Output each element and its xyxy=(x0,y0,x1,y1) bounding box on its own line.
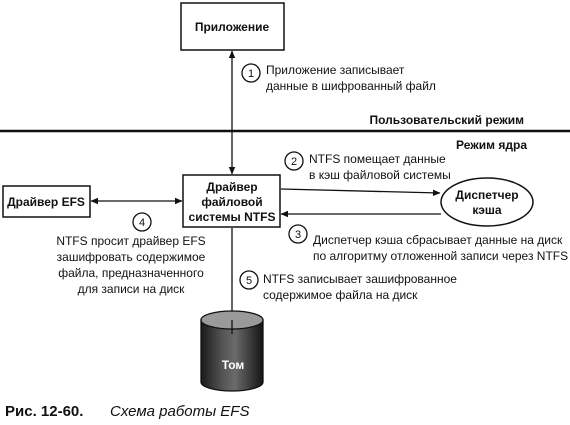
step-2-line-1: NTFS помещает данные xyxy=(309,152,446,166)
step-1: 1 Приложение записывает данные в шифрова… xyxy=(241,63,436,93)
ntfs-to-cache-arrow xyxy=(280,188,441,197)
efs-driver-label: Драйвер EFS xyxy=(7,195,85,209)
step-2: 2 NTFS помещает данные в кэш файловой си… xyxy=(284,151,451,182)
kernel-mode-label: Режим ядра xyxy=(456,138,527,152)
ntfs-driver-line-2: файловой xyxy=(201,195,262,209)
application-box: Приложение xyxy=(180,2,285,51)
step-2-number: 2 xyxy=(291,156,297,168)
volume-label: Том xyxy=(222,358,245,372)
ntfs-driver-box: Драйвер файловой системы NTFS xyxy=(182,174,281,228)
ntfs-driver-line-1: Драйвер xyxy=(206,180,257,194)
step-3-line-1: Диспетчер кэша сбрасывает данные на диск xyxy=(313,233,563,247)
step-2-line-2: в кэш файловой системы xyxy=(309,168,451,182)
cache-manager-ellipse: Диспетчер кэша xyxy=(440,177,534,227)
efs-driver-box: Драйвер EFS xyxy=(2,185,91,218)
cache-manager-line-2: кэша xyxy=(472,203,501,217)
volume-drum: Том xyxy=(200,310,264,392)
step-1-line-2: данные в шифрованный файл xyxy=(266,79,436,93)
step-4: 4 NTFS просит драйвер EFS зашифровать со… xyxy=(56,212,206,296)
cache-manager-line-1: Диспетчер xyxy=(455,188,518,202)
step-5-line-2: содержимое файла на диск xyxy=(263,288,418,302)
step-4-line-3: файла, предназначенного xyxy=(58,266,204,280)
step-5: 5 NTFS записывает зашифрованное содержим… xyxy=(239,270,457,302)
step-4-number: 4 xyxy=(139,217,145,229)
ntfs-driver-line-3: системы NTFS xyxy=(189,210,276,224)
step-4-line-1: NTFS просит драйвер EFS xyxy=(56,234,205,248)
step-3-number: 3 xyxy=(295,229,301,241)
user-mode-label: Пользовательский режим xyxy=(370,113,525,127)
figure-number: Рис. 12-60. xyxy=(5,403,83,420)
step-5-number: 5 xyxy=(246,275,252,287)
figure-title: Схема работы EFS xyxy=(110,403,249,420)
step-3: 3 Диспетчер кэша сбрасывает данные на ди… xyxy=(288,224,568,263)
step-4-line-2: зашифровать содержимое xyxy=(57,250,206,264)
step-5-line-1: NTFS записывает зашифрованное xyxy=(263,272,457,286)
step-4-line-4: для записи на диск xyxy=(78,282,186,296)
step-1-line-1: Приложение записывает xyxy=(266,63,405,77)
application-label: Приложение xyxy=(195,20,270,34)
step-1-number: 1 xyxy=(248,68,254,80)
step-3-line-2: по алгоритму отложенной записи через NTF… xyxy=(313,249,568,263)
